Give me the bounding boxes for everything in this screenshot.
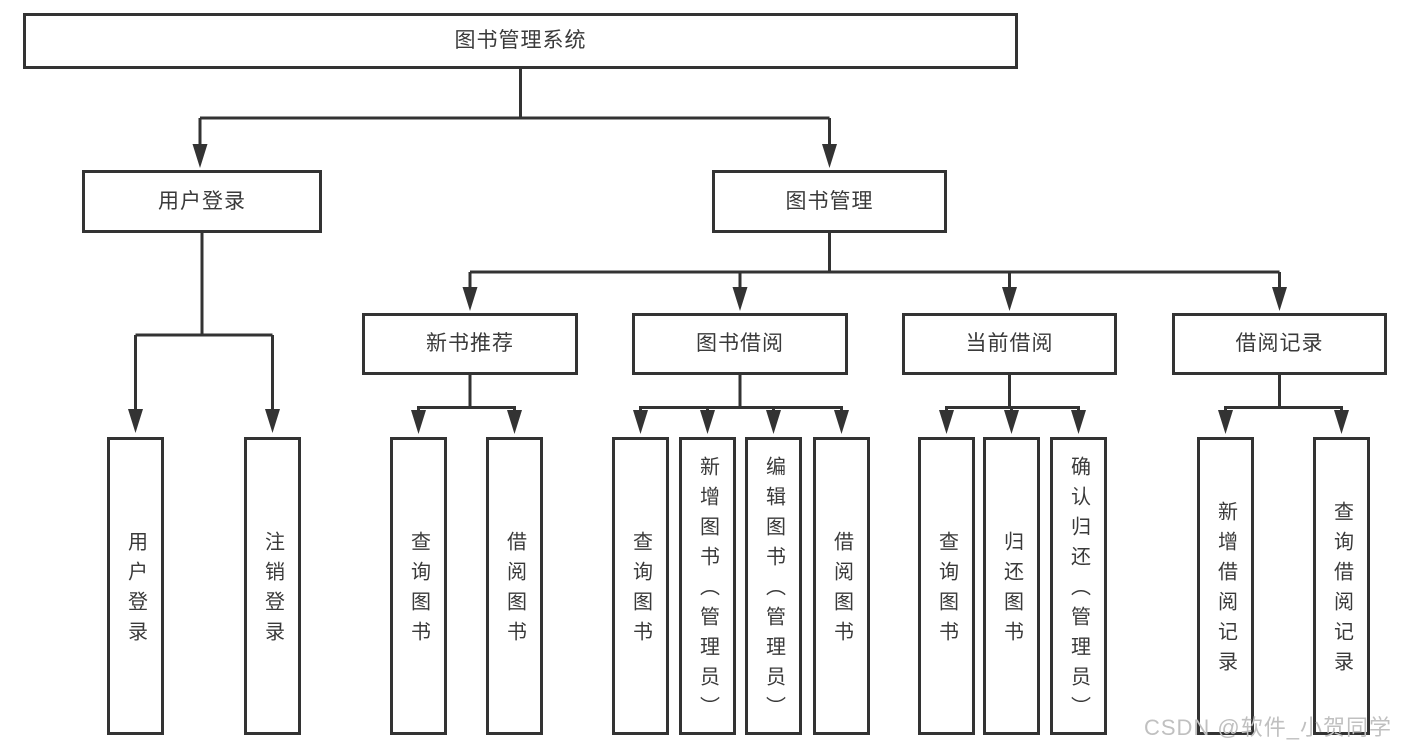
node-cb-query-books: 查询图书 <box>918 437 975 735</box>
node-br-add-record: 新增借阅记录 <box>1197 437 1254 735</box>
node-cb-return-books: 归还图书 <box>983 437 1040 735</box>
node-user-login-leaf: 用户登录 <box>107 437 164 735</box>
node-bb-query-books: 查询图书 <box>612 437 669 735</box>
node-library-management-system: 图书管理系统 <box>23 13 1018 69</box>
node-bb-edit-books-admin: 编辑图书（管理员） <box>745 437 802 735</box>
node-user-login: 用户登录 <box>82 170 322 233</box>
node-nbr-borrow-books: 借阅图书 <box>486 437 543 735</box>
node-new-book-recommendation: 新书推荐 <box>362 313 578 375</box>
node-nbr-query-books: 查询图书 <box>390 437 447 735</box>
node-current-borrowing: 当前借阅 <box>902 313 1117 375</box>
node-bb-add-books-admin: 新增图书（管理员） <box>679 437 736 735</box>
connector-segments <box>134 69 1343 413</box>
node-book-management: 图书管理 <box>712 170 947 233</box>
node-logout-leaf: 注销登录 <box>244 437 301 735</box>
node-br-query-record: 查询借阅记录 <box>1313 437 1370 735</box>
arrowheads <box>128 144 1349 434</box>
node-borrowing-records: 借阅记录 <box>1172 313 1387 375</box>
csdn-watermark: CSDN @软件_小贺同学 <box>1143 715 1392 740</box>
node-bb-borrow-books: 借阅图书 <box>813 437 870 735</box>
node-cb-confirm-return-admin: 确认归还（管理员） <box>1050 437 1107 735</box>
node-book-borrowing: 图书借阅 <box>632 313 848 375</box>
